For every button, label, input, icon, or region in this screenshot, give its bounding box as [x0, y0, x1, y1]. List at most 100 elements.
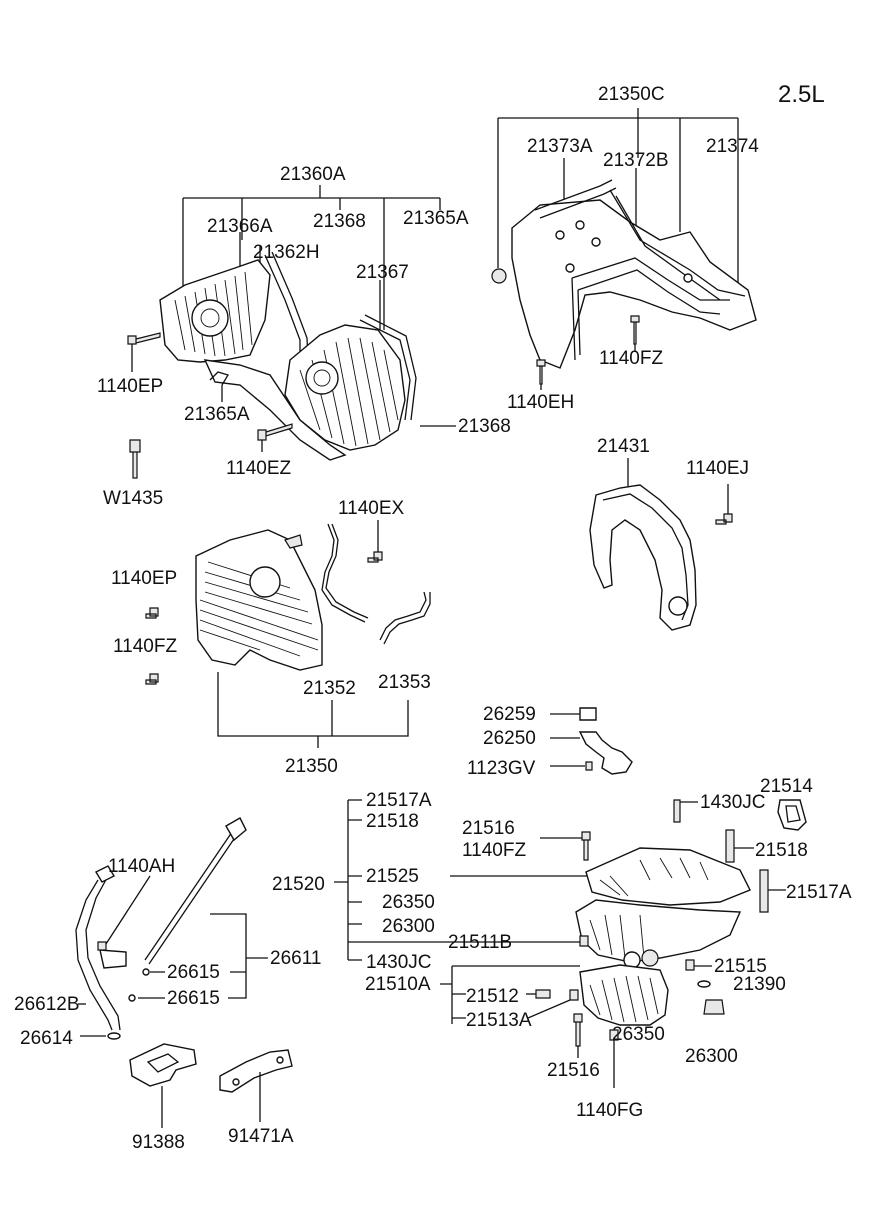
bolt-21516-b	[573, 1013, 583, 1047]
bolt-1123GV	[585, 761, 593, 771]
label-21431: 21431	[597, 436, 650, 457]
timing-cover-upper-group	[127, 185, 456, 479]
oring-26615-a	[142, 968, 150, 976]
bolt-1140FZ-a	[630, 315, 640, 345]
label-21517A-a: 21517A	[366, 790, 432, 811]
bracket-91388	[129, 1043, 197, 1087]
label-21365A-b: 21365A	[184, 404, 250, 425]
label-26300-b: 26300	[685, 1046, 738, 1067]
bolt-21515	[685, 959, 695, 971]
label-26612B: 26612B	[14, 994, 80, 1015]
label-1140EP-b: 1140EP	[111, 568, 177, 589]
baffle-21525	[585, 847, 751, 906]
rear-cover-gasket-upper	[534, 179, 617, 219]
bolt-1140FZ-b	[145, 673, 159, 685]
lower-cover-crank-hole	[249, 566, 281, 598]
oil-pan-group	[334, 799, 807, 1088]
label-21516-a: 21516	[462, 818, 515, 839]
label-21362H: 21362H	[253, 242, 320, 263]
pin-1430JC-a	[673, 799, 681, 823]
label-21372B: 21372B	[603, 150, 669, 171]
label-1140EZ: 1140EZ	[226, 458, 292, 479]
bolt-1140EX	[367, 551, 383, 563]
label-1430JC-b: 1430JC	[366, 952, 432, 973]
label-26259: 26259	[483, 704, 536, 725]
label-1140EP-a: 1140EP	[97, 376, 163, 397]
label-21353: 21353	[378, 672, 431, 693]
bolt-21518	[725, 829, 735, 863]
label-21390: 21390	[733, 974, 786, 995]
upper-cover-base	[203, 359, 347, 461]
oil-strainer	[578, 731, 633, 775]
label-1140EH: 1140EH	[507, 392, 574, 413]
label-26350-a: 26350	[382, 892, 435, 913]
clip-21365A-b	[209, 371, 229, 386]
label-21368-a: 21368	[313, 211, 366, 232]
nut-21513A	[569, 989, 579, 1001]
bracket-21431-group	[589, 458, 733, 631]
label-26615-b: 26615	[167, 988, 220, 1009]
bolt-21516-a	[581, 831, 591, 861]
guide-tube-bracket	[99, 949, 127, 969]
label-91388: 91388	[132, 1132, 185, 1153]
label-21517A-b: 21517A	[786, 882, 852, 903]
bracket-91471A	[219, 1049, 293, 1093]
dipstick-26611	[144, 831, 237, 965]
label-1140EX: 1140EX	[338, 498, 405, 519]
bolt-1140EP-a	[127, 332, 161, 345]
label-26350-b: 26350	[612, 1024, 665, 1045]
cam-sprocket-left	[191, 299, 229, 337]
bolt-1140EP-b	[145, 607, 159, 619]
label-1123GV: 1123GV	[467, 758, 536, 779]
label-1140FZ-c: 1140FZ	[462, 840, 526, 861]
label-26250: 26250	[483, 728, 536, 749]
label-21360A: 21360A	[280, 164, 346, 185]
label-1140FG: 1140FG	[576, 1100, 643, 1121]
label-1140FZ-a: 1140FZ	[599, 348, 663, 369]
bolt-1140EJ	[715, 513, 733, 525]
cam-sprocket-right	[305, 361, 339, 395]
bolt-1140AH	[97, 941, 107, 951]
bolt-21512	[535, 989, 551, 999]
label-21518-a: 21518	[366, 811, 419, 832]
label-1140EJ: 1140EJ	[686, 458, 749, 479]
engine-label: 2.5L	[778, 81, 825, 108]
label-21513A: 21513A	[466, 1010, 532, 1031]
label-1140FZ-b: 1140FZ	[113, 636, 177, 657]
upper-oil-pan-21511B	[575, 899, 742, 963]
bolt-21517A	[759, 869, 769, 913]
lower-cover-boss	[284, 534, 303, 549]
rear-cover-gasket-side	[609, 189, 746, 301]
label-21367: 21367	[356, 262, 409, 283]
gasket-21514	[777, 799, 807, 831]
bolt-W1435	[129, 439, 141, 479]
label-21352: 21352	[303, 678, 356, 699]
oring-26615-b	[128, 994, 136, 1002]
guide-tube-26612B	[75, 875, 121, 1031]
upper-cover-mid-gasket	[264, 251, 309, 361]
label-21514: 21514	[760, 776, 813, 797]
label-91471A: 91471A	[228, 1126, 294, 1147]
gasket-26259	[579, 707, 597, 721]
pin-1430JC-b	[579, 935, 589, 947]
oil-pump-seal-26350	[641, 949, 659, 967]
drain-plug-26300	[703, 999, 725, 1015]
oil-strainer-group	[550, 707, 633, 775]
label-21350C: 21350C	[598, 84, 665, 105]
label-21511B: 21511B	[448, 932, 512, 953]
label-W1435-text: W1435	[103, 488, 163, 509]
seal-21352	[321, 523, 369, 623]
rear-timing-cover-group	[491, 108, 757, 390]
dipstick-group	[75, 817, 268, 1040]
bolt-1140FG	[609, 1029, 619, 1041]
lower-cover	[195, 529, 323, 671]
seal-21353	[379, 591, 431, 645]
label-26300-a: 26300	[382, 916, 435, 937]
upper-cover-edge-strip	[359, 314, 417, 421]
label-21515: 21515	[714, 956, 767, 977]
label-26614: 26614	[20, 1028, 73, 1049]
label-21366A: 21366A	[207, 216, 273, 237]
label-21374: 21374	[706, 136, 759, 157]
bracket-21431	[589, 484, 697, 631]
